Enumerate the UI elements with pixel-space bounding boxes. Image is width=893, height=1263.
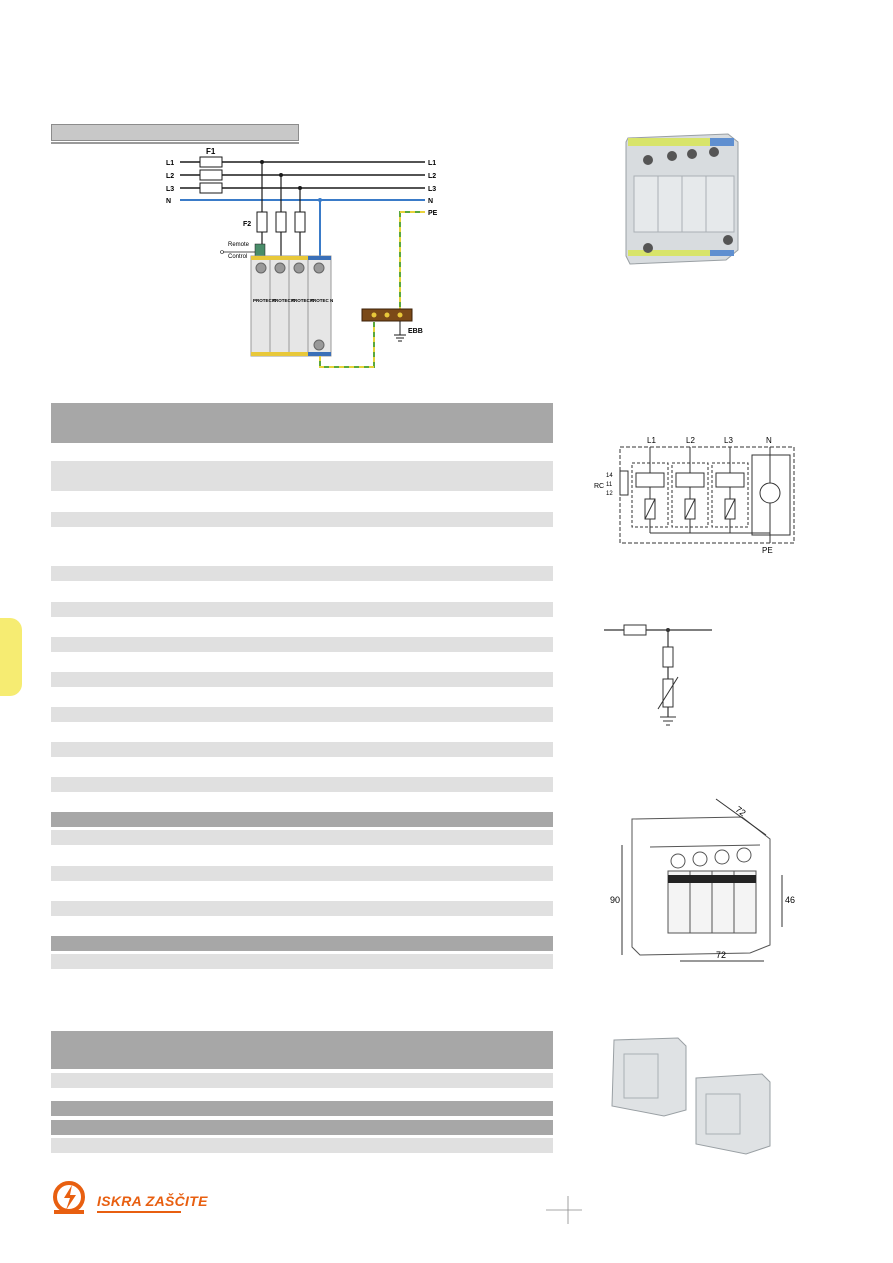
table-header-2 [51,1031,553,1069]
circuit-schematic: L1 L2 L3 N PE RC 14 11 12 [594,436,795,555]
brand-logo-text: ISKRA ZAŠČITE [97,1193,208,1209]
table-row [51,1073,553,1088]
fuse-f2-l2 [275,211,287,233]
right-label-l3: L3 [428,186,436,193]
module-label-1: PROTEC C [253,298,277,303]
remote-label-2: Control [228,254,247,260]
svg-text:14: 14 [606,473,613,479]
table-row [51,777,553,792]
table-subheader [51,1101,553,1116]
fuse-f2-label: F2 [243,221,251,228]
table-row [51,742,553,757]
remote-terminal [254,243,266,257]
dim-width-top: 72 [734,804,748,818]
table-row [51,602,553,617]
dim-width-bottom: 72 [716,950,726,960]
module-label-4: PROTEC N [310,298,333,303]
right-label-pe: PE [428,210,438,217]
schematic-label-rc: RC [594,483,604,490]
left-label-l2: L2 [166,173,174,180]
schematic-label-pe: PE [762,546,773,555]
table-row [51,566,553,581]
fuse-f1-l2 [199,169,223,181]
table-row [51,954,553,969]
table-row [51,461,553,491]
chapter-side-tab [0,618,22,696]
ebb-label: EBB [408,328,423,335]
schematic-label-l3: L3 [724,436,733,445]
table-subheader [51,812,553,827]
table-row [51,866,553,881]
svg-text:12: 12 [606,491,613,497]
lightning-circle-icon [53,1181,85,1214]
remote-label-1: Remote [228,242,250,248]
svg-text:11: 11 [606,482,613,488]
schematic-label-l2: L2 [686,436,695,445]
schematic-label-n: N [766,436,772,445]
section-header-underline [51,142,299,144]
brand-logo-underline [97,1211,181,1213]
table-header-1 [51,403,553,443]
table-row [51,1138,553,1153]
dim-depth: 46 [785,895,795,905]
dimension-drawing: 72 90 46 72 [610,798,795,962]
table-row [51,901,553,916]
table-row [51,637,553,652]
table-subheader [51,936,553,951]
product-photo-4p [625,133,739,265]
wiring-diagram: F1 L1 L2 L3 N L1 L2 L3 N PE F2 Remote Co… [166,147,438,368]
left-label-l3: L3 [166,186,174,193]
fuse-f2-l1 [256,211,268,233]
table-subheader [51,1120,553,1135]
right-label-l1: L1 [428,160,436,167]
right-label-n: N [428,198,433,205]
module-label-2: PROTEC C [272,298,296,303]
left-label-l1: L1 [166,160,174,167]
table-row [51,830,553,845]
fuse-f1-l3 [199,182,223,194]
spare-modules-photo [611,1037,771,1155]
schematic-label-l1: L1 [647,436,656,445]
fuse-f2-l3 [294,211,306,233]
section-header-bar [51,124,299,141]
fuse-f1-label: F1 [206,147,216,156]
table-row [51,672,553,687]
single-line-symbol [604,624,712,726]
spd-modules: PROTEC C PROTEC C PROTEC C PROTEC N [250,255,333,357]
registration-mark [546,1196,582,1224]
table-row [51,707,553,722]
fuse-f1-l1 [199,156,223,168]
right-label-l2: L2 [428,173,436,180]
table-row [51,512,553,527]
dim-height: 90 [610,895,620,905]
module-label-3: PROTEC C [291,298,315,303]
left-label-n: N [166,198,171,205]
